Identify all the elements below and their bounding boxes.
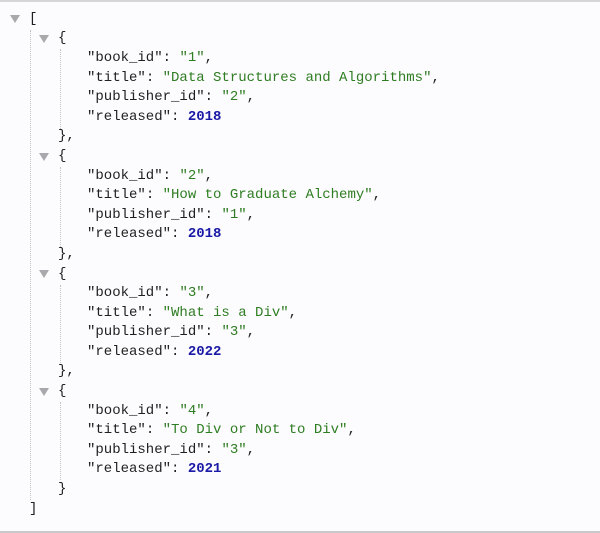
object-3-released-row: "released": 2022 bbox=[87, 342, 221, 362]
value-title: "How to Graduate Alchemy" bbox=[162, 187, 373, 203]
value-publisher-id: "2" bbox=[221, 89, 247, 105]
comma: , bbox=[431, 70, 440, 86]
value-book-id: "1" bbox=[179, 50, 205, 66]
key-released: "released" bbox=[87, 344, 172, 360]
collapse-object-2-toggle-icon[interactable] bbox=[39, 153, 49, 161]
key-title: "title" bbox=[87, 305, 146, 321]
value-publisher-id: "3" bbox=[221, 324, 247, 340]
colon: : bbox=[145, 187, 163, 203]
comma: , bbox=[204, 50, 214, 66]
key-title: "title" bbox=[87, 187, 146, 203]
comma: , bbox=[288, 305, 298, 321]
object-2-title-row: "title": "How to Graduate Alchemy", bbox=[87, 185, 381, 205]
object-4-open-brace: { bbox=[58, 383, 67, 399]
object-3-close-brace: }, bbox=[58, 363, 75, 379]
value-title: "Data Structures and Algorithms" bbox=[162, 70, 432, 86]
value-publisher-id: "3" bbox=[221, 442, 247, 458]
object-2-released-row: "released": 2018 bbox=[87, 224, 221, 244]
comma: , bbox=[246, 324, 256, 340]
value-released: 2018 bbox=[187, 226, 222, 242]
object-1-publisher-id-row: "publisher_id": "2", bbox=[87, 87, 255, 107]
object-4-indent-guide bbox=[60, 402, 61, 480]
root-indent-guide bbox=[30, 30, 31, 500]
colon: : bbox=[171, 226, 188, 242]
key-released: "released" bbox=[87, 461, 172, 477]
object-2-indent-guide bbox=[60, 167, 61, 247]
object-4-close-brace: } bbox=[58, 481, 67, 497]
object-3-title-row: "title": "What is a Div", bbox=[87, 303, 297, 323]
colon: : bbox=[171, 461, 188, 477]
value-book-id: "2" bbox=[179, 168, 205, 184]
comma: , bbox=[372, 187, 382, 203]
colon: : bbox=[171, 344, 188, 360]
object-4-title-row: "title": "To Div or Not to Div", bbox=[87, 420, 356, 440]
collapse-root-toggle-icon[interactable] bbox=[10, 15, 20, 23]
object-1-book-id-row: "book_id": "1", bbox=[87, 48, 213, 68]
object-1-indent-guide bbox=[60, 49, 61, 129]
key-publisher-id: "publisher_id" bbox=[87, 324, 205, 340]
object-2-book-id-row: "book_id": "2", bbox=[87, 166, 213, 186]
key-book-id: "book_id" bbox=[87, 285, 163, 301]
object-3-publisher-id-row: "publisher_id": "3", bbox=[87, 322, 255, 342]
key-book-id: "book_id" bbox=[87, 403, 163, 419]
object-2-publisher-id-row: "publisher_id": "1", bbox=[87, 205, 255, 225]
colon: : bbox=[145, 70, 163, 86]
object-2-close-brace: }, bbox=[58, 246, 75, 262]
colon: : bbox=[162, 403, 180, 419]
object-4-publisher-id-row: "publisher_id": "3", bbox=[87, 440, 255, 460]
colon: : bbox=[162, 168, 180, 184]
comma: , bbox=[246, 207, 256, 223]
object-1-open-brace: { bbox=[58, 30, 67, 46]
object-1-title-row: "title": "Data Structures and Algorithms… bbox=[87, 68, 440, 88]
value-book-id: "4" bbox=[179, 403, 205, 419]
collapse-object-4-toggle-icon[interactable] bbox=[39, 388, 49, 396]
value-title: "To Div or Not to Div" bbox=[162, 422, 348, 438]
colon: : bbox=[171, 109, 188, 125]
value-book-id: "3" bbox=[179, 285, 205, 301]
colon: : bbox=[204, 89, 222, 105]
object-2-open-brace: { bbox=[58, 148, 67, 164]
colon: : bbox=[145, 305, 163, 321]
collapse-object-1-toggle-icon[interactable] bbox=[39, 35, 49, 43]
key-title: "title" bbox=[87, 70, 146, 86]
root-close-bracket: ] bbox=[29, 501, 38, 517]
comma: , bbox=[204, 403, 214, 419]
comma: , bbox=[347, 422, 356, 438]
value-released: 2018 bbox=[187, 109, 222, 125]
key-title: "title" bbox=[87, 422, 146, 438]
object-3-book-id-row: "book_id": "3", bbox=[87, 283, 213, 303]
key-released: "released" bbox=[87, 109, 172, 125]
value-publisher-id: "1" bbox=[221, 207, 247, 223]
key-released: "released" bbox=[87, 226, 172, 242]
colon: : bbox=[204, 324, 222, 340]
colon: : bbox=[162, 285, 180, 301]
colon: : bbox=[145, 422, 163, 438]
comma: , bbox=[246, 89, 256, 105]
key-publisher-id: "publisher_id" bbox=[87, 89, 205, 105]
object-1-close-brace: }, bbox=[58, 128, 75, 144]
value-released: 2021 bbox=[187, 461, 222, 477]
object-4-released-row: "released": 2021 bbox=[87, 459, 221, 479]
value-title: "What is a Div" bbox=[162, 305, 289, 321]
key-book-id: "book_id" bbox=[87, 50, 163, 66]
value-released: 2022 bbox=[187, 344, 222, 360]
colon: : bbox=[204, 442, 222, 458]
key-publisher-id: "publisher_id" bbox=[87, 442, 205, 458]
colon: : bbox=[204, 207, 222, 223]
collapse-object-3-toggle-icon[interactable] bbox=[39, 270, 49, 278]
key-book-id: "book_id" bbox=[87, 168, 163, 184]
comma: , bbox=[204, 168, 214, 184]
comma: , bbox=[204, 285, 214, 301]
object-4-book-id-row: "book_id": "4", bbox=[87, 401, 213, 421]
key-publisher-id: "publisher_id" bbox=[87, 207, 205, 223]
object-3-indent-guide bbox=[60, 285, 61, 365]
comma: , bbox=[246, 442, 256, 458]
root-open-bracket: [ bbox=[29, 11, 38, 27]
object-1-released-row: "released": 2018 bbox=[87, 107, 221, 127]
colon: : bbox=[162, 50, 180, 66]
object-3-open-brace: { bbox=[58, 266, 67, 282]
